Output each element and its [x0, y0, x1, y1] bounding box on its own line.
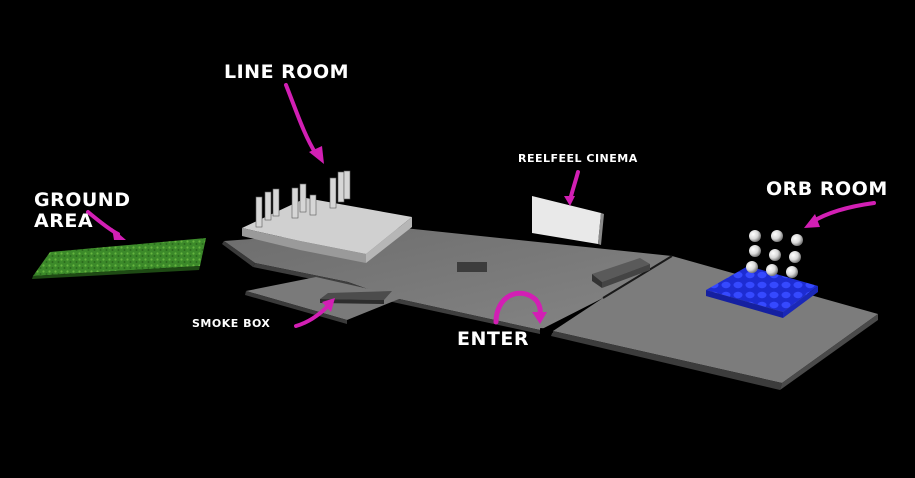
orb-room-arrow	[804, 201, 876, 228]
smoke-box-floor	[245, 277, 404, 324]
reelfeel-arrow	[564, 170, 580, 206]
orb	[766, 264, 778, 276]
orb	[791, 234, 803, 246]
hall-bench	[457, 262, 487, 272]
enter-arrow	[493, 290, 547, 325]
smoke-box-arrow	[294, 298, 335, 328]
hall-box-right	[592, 258, 650, 288]
ground-area-label-line2: AREA	[34, 209, 94, 232]
line-room-arrow	[284, 83, 324, 164]
line-room-poles	[255, 170, 351, 228]
orb	[746, 261, 758, 273]
orb	[771, 230, 783, 242]
ground-area-grass	[32, 238, 206, 279]
ground-area-arrow	[86, 210, 126, 240]
line-room-label: LINE ROOM	[224, 61, 350, 83]
enter-label: ENTER	[457, 328, 529, 350]
orb	[786, 266, 798, 278]
ground-area-label: GROUND AREA	[34, 190, 130, 231]
orbs	[746, 230, 803, 278]
orb-room-label: ORB ROOM	[766, 178, 888, 200]
ground-area-label-line1: GROUND	[34, 189, 131, 211]
reelfeel-cinema-screen	[532, 196, 604, 245]
orb-room-base	[706, 266, 818, 318]
smoke-box-label: SMOKE BOX	[192, 317, 271, 330]
orb	[749, 245, 761, 257]
line-room-platform	[242, 198, 412, 263]
orb	[769, 249, 781, 261]
orb	[789, 251, 801, 263]
reelfeel-cinema-label: REELFEEL CINEMA	[518, 152, 638, 165]
orb-room-floor	[551, 256, 878, 390]
doorway-gaps	[539, 255, 673, 333]
orb	[749, 230, 761, 242]
